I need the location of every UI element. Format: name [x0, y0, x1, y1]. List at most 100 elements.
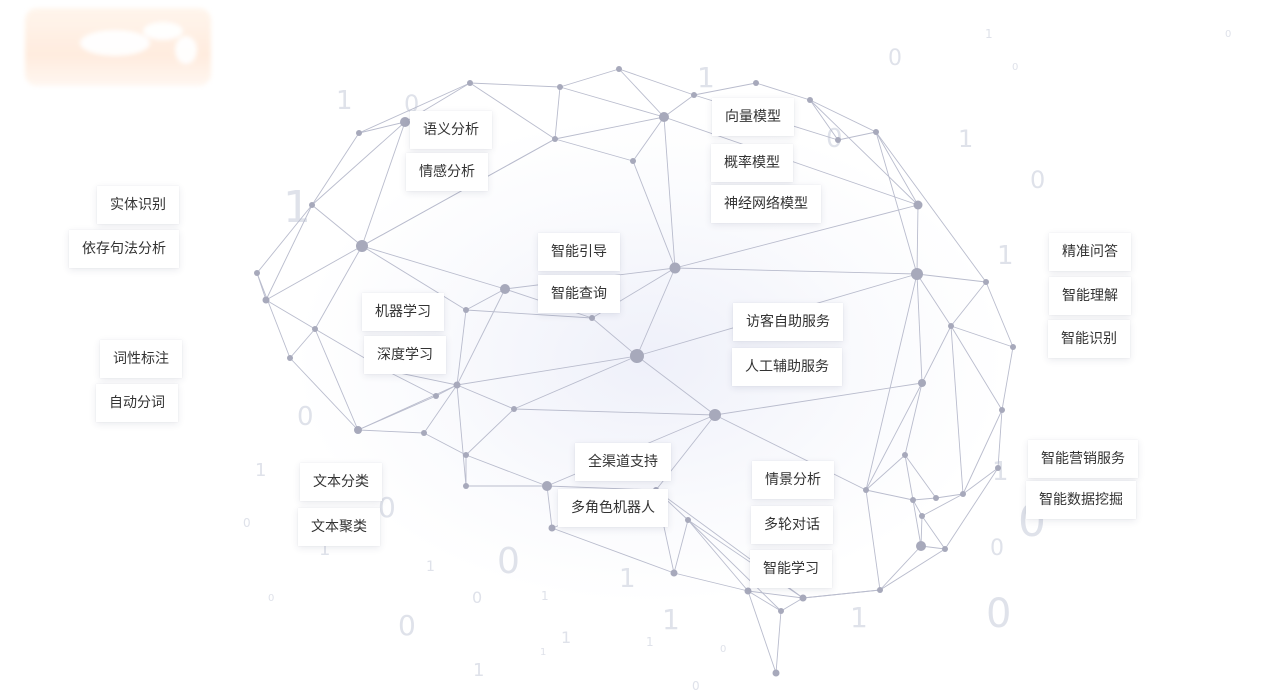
- network-edge: [687, 519, 782, 612]
- label-smart-query[interactable]: 智能查询: [538, 275, 620, 313]
- network-node: [254, 270, 260, 276]
- network-edge: [456, 384, 467, 487]
- label-smart-learning[interactable]: 智能学习: [750, 550, 832, 588]
- label-scenario-analysis[interactable]: 情景分析: [752, 461, 834, 499]
- network-edge: [618, 68, 665, 118]
- network-node: [659, 112, 669, 122]
- network-node: [807, 97, 813, 103]
- network-edge: [875, 131, 919, 206]
- binary-digit: 1: [697, 61, 715, 94]
- network-edge: [289, 357, 359, 431]
- network-node: [552, 136, 558, 142]
- network-node: [753, 80, 759, 86]
- network-edge: [950, 325, 964, 495]
- binary-digit: 1: [985, 27, 993, 41]
- network-edge: [311, 121, 406, 206]
- binary-digit: 1: [646, 635, 654, 649]
- label-machine-learning[interactable]: 机器学习: [362, 293, 444, 331]
- label-smart-data-mining[interactable]: 智能数据挖掘: [1026, 481, 1136, 519]
- label-text-clustering[interactable]: 文本聚类: [298, 508, 380, 546]
- label-smart-guide[interactable]: 智能引导: [538, 233, 620, 271]
- network-node: [589, 315, 595, 321]
- network-edge: [944, 467, 999, 550]
- network-edge: [837, 131, 877, 141]
- label-smart-recognition[interactable]: 智能识别: [1048, 320, 1130, 358]
- network-node: [911, 268, 923, 280]
- label-word-segmentation[interactable]: 自动分词: [96, 384, 178, 422]
- binary-digit: 1: [997, 241, 1014, 271]
- label-probability-model[interactable]: 概率模型: [711, 144, 793, 182]
- label-multi-turn-dialog[interactable]: 多轮对话: [751, 506, 833, 544]
- label-semantic-analysis[interactable]: 语义分析: [410, 111, 492, 149]
- network-node: [312, 326, 318, 332]
- network-edge: [456, 288, 506, 386]
- network-node: [511, 406, 517, 412]
- network-edge: [916, 273, 987, 283]
- binary-digit: 0: [268, 593, 275, 604]
- network-edge: [920, 515, 923, 547]
- network-edge: [546, 485, 553, 529]
- network-node: [453, 381, 461, 389]
- label-visitor-self-service[interactable]: 访客自助服务: [733, 303, 843, 341]
- network-edge: [875, 131, 918, 275]
- network-node: [744, 587, 752, 595]
- binary-digit: 1: [336, 86, 353, 116]
- network-edge: [962, 409, 1003, 495]
- binary-digit: 1: [662, 603, 680, 636]
- network-edge: [1001, 346, 1014, 411]
- network-node: [873, 129, 879, 135]
- binary-digit: 1: [958, 125, 974, 153]
- network-edge: [921, 493, 964, 517]
- label-dependency-parsing[interactable]: 依存句法分析: [69, 230, 179, 268]
- network-edge: [674, 204, 919, 269]
- network-node: [913, 200, 923, 210]
- network-node: [709, 409, 721, 421]
- label-text-classification[interactable]: 文本分类: [300, 463, 382, 501]
- network-node: [877, 587, 883, 593]
- binary-digit: 0: [497, 541, 520, 582]
- network-node: [287, 355, 293, 361]
- network-edge: [809, 99, 839, 141]
- binary-digit: 0: [1012, 62, 1019, 73]
- label-entity-recognition[interactable]: 实体识别: [97, 186, 179, 224]
- label-smart-marketing-service[interactable]: 智能营销服务: [1028, 440, 1138, 478]
- network-edge: [747, 590, 782, 612]
- network-edge: [384, 369, 437, 397]
- label-sentiment-analysis[interactable]: 情感分析: [406, 153, 488, 191]
- network-node: [557, 84, 563, 90]
- binary-digit: 1: [541, 589, 549, 603]
- label-smart-understanding[interactable]: 智能理解: [1049, 277, 1131, 315]
- network-edge: [465, 454, 548, 487]
- network-edge: [618, 68, 695, 96]
- label-pos-tagging[interactable]: 词性标注: [100, 340, 182, 378]
- network-edge: [921, 515, 946, 550]
- network-edge: [809, 99, 919, 206]
- binary-digit: 1: [319, 539, 331, 560]
- network-edge: [950, 281, 987, 327]
- label-deep-learning[interactable]: 深度学习: [364, 336, 446, 374]
- binary-digit: 0: [1225, 29, 1232, 40]
- network-edge: [265, 245, 363, 301]
- network-node: [433, 393, 439, 399]
- network-edge: [591, 317, 638, 357]
- network-node: [863, 487, 869, 493]
- binary-digit: 0: [986, 591, 1012, 637]
- network-edge: [747, 590, 804, 599]
- network-edge: [465, 309, 593, 319]
- label-precise-qa[interactable]: 精准问答: [1049, 233, 1131, 271]
- network-edge: [513, 408, 716, 416]
- network-edge: [674, 267, 918, 275]
- network-edge: [865, 454, 906, 491]
- network-node: [995, 465, 1001, 471]
- label-manual-assist-service[interactable]: 人工辅助服务: [732, 348, 842, 386]
- brand-logo: [25, 8, 211, 86]
- network-edge: [456, 309, 467, 386]
- network-edge: [865, 273, 918, 491]
- label-omnichannel-support[interactable]: 全渠道支持: [575, 443, 671, 481]
- label-vector-model[interactable]: 向量模型: [712, 98, 794, 136]
- label-multi-role-robot[interactable]: 多角色机器人: [558, 489, 668, 527]
- network-edge: [632, 160, 676, 269]
- network-edge: [357, 429, 425, 434]
- label-neural-network-model[interactable]: 神经网络模型: [711, 185, 821, 223]
- network-node: [772, 669, 780, 677]
